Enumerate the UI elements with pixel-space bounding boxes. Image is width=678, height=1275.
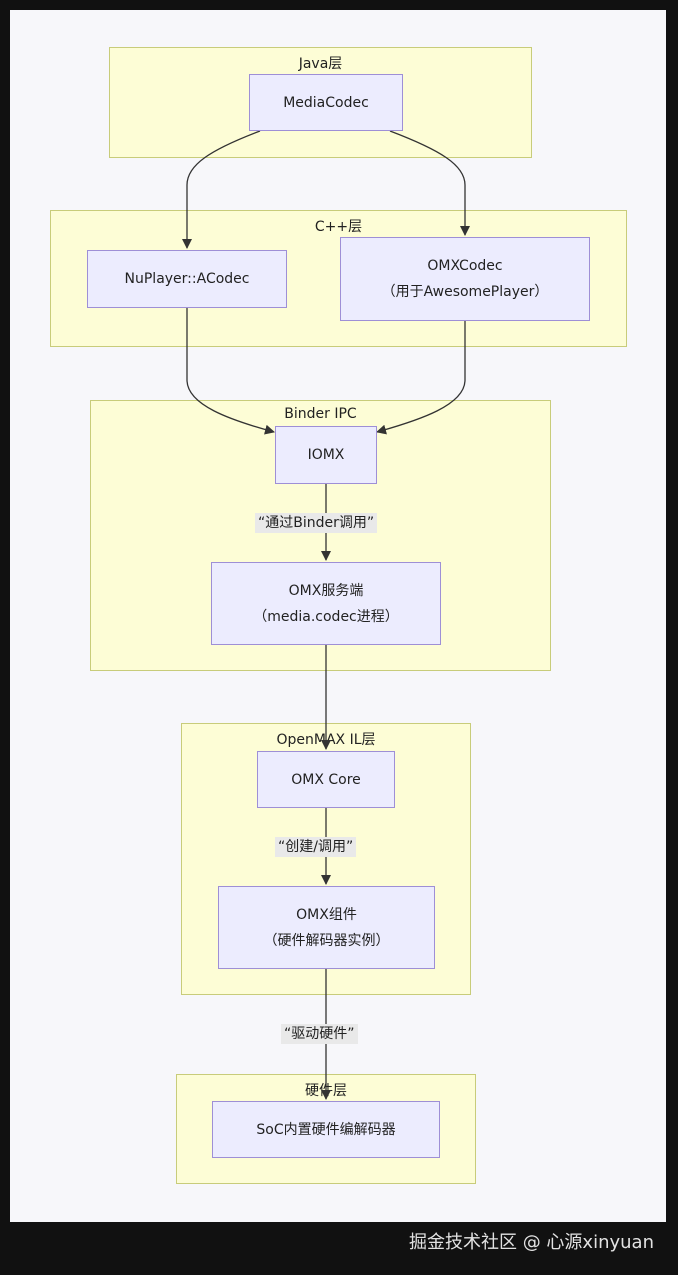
node-mediacodec-label: MediaCodec bbox=[283, 94, 369, 111]
node-omxcodec-line1: OMXCodec bbox=[427, 258, 503, 274]
node-omx-component-line1: OMX组件 bbox=[296, 906, 357, 923]
layer-cpp-title: C++层 bbox=[314, 219, 363, 235]
node-omx-core-label: OMX Core bbox=[291, 771, 361, 788]
layer-java-title: Java层 bbox=[298, 56, 343, 72]
node-soc-label: SoC内置硬件编解码器 bbox=[256, 1121, 396, 1138]
node-iomx: IOMX bbox=[275, 426, 377, 484]
node-nuplayer-label: NuPlayer::ACodec bbox=[124, 271, 250, 287]
layer-hardware-title: 硬件层 bbox=[305, 1083, 347, 1099]
node-iomx-label: IOMX bbox=[307, 447, 345, 463]
node-omx-core: OMX Core bbox=[257, 751, 395, 808]
node-omx-component-line2: （硬件解码器实例） bbox=[263, 932, 390, 949]
node-omx-service-line2: （media.codec进程） bbox=[253, 608, 399, 625]
node-nuplayer-acodec: NuPlayer::ACodec bbox=[87, 250, 287, 308]
edge-label-create-call: “创建/调用” bbox=[275, 837, 357, 857]
node-omxcodec: OMXCodec （用于AwesomePlayer） bbox=[340, 237, 590, 321]
edge-label-drive-hw: “驱动硬件” bbox=[281, 1024, 358, 1044]
edge-label-binder-call: “通过Binder调用” bbox=[255, 513, 378, 533]
layer-openmax-title: OpenMAX IL层 bbox=[276, 732, 376, 748]
node-omx-service: OMX服务端 （media.codec进程） bbox=[211, 562, 441, 645]
node-omx-component: OMX组件 （硬件解码器实例） bbox=[218, 886, 435, 969]
node-omxcodec-line2: （用于AwesomePlayer） bbox=[381, 284, 549, 300]
watermark: 掘金技术社区 @ 心源xinyuan bbox=[408, 1232, 654, 1253]
layer-binder-title: Binder IPC bbox=[284, 406, 357, 422]
node-mediacodec: MediaCodec bbox=[249, 74, 403, 131]
node-soc-codec: SoC内置硬件编解码器 bbox=[212, 1101, 440, 1158]
node-omx-service-line1: OMX服务端 bbox=[288, 582, 364, 599]
